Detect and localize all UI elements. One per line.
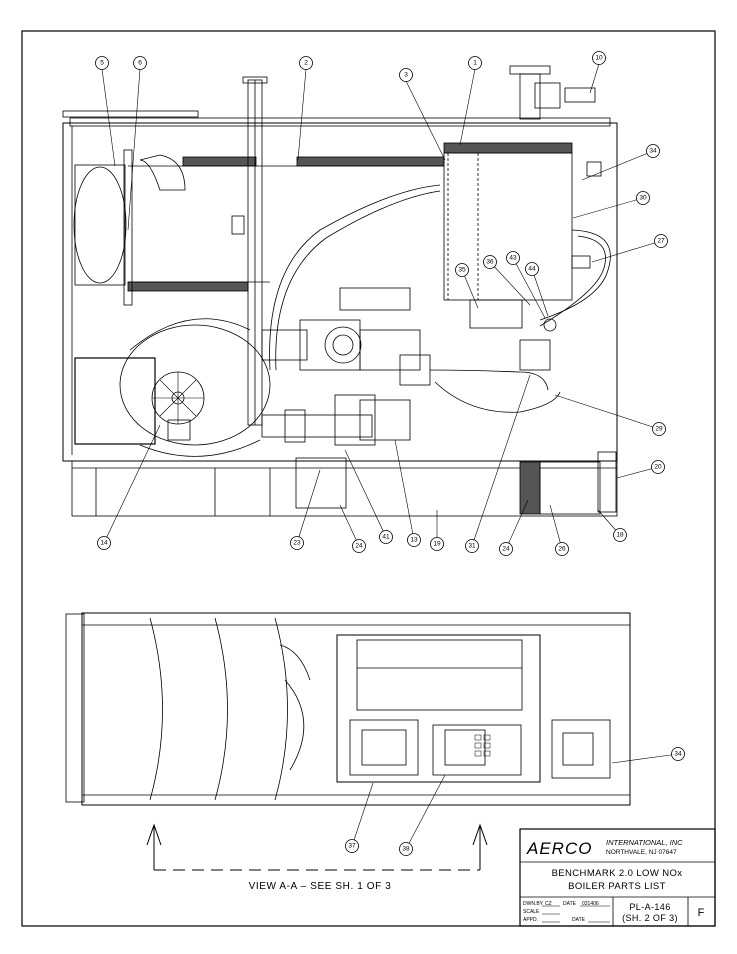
callout-19: 19 bbox=[431, 538, 444, 551]
side-view-assembly bbox=[63, 66, 617, 516]
callout-29: 29 bbox=[653, 423, 666, 436]
svg-text:29: 29 bbox=[655, 426, 663, 433]
date-value: 031406 bbox=[582, 901, 599, 907]
product-line-1: BENCHMARK 2.0 LOW NOx bbox=[552, 868, 683, 879]
svg-text:1: 1 bbox=[473, 60, 477, 67]
svg-text:10: 10 bbox=[595, 55, 603, 62]
callout-5: 5 bbox=[96, 57, 109, 70]
callout-18: 18 bbox=[614, 529, 627, 542]
svg-text:18: 18 bbox=[616, 532, 624, 539]
svg-text:38: 38 bbox=[402, 846, 410, 853]
date2-label: DATE bbox=[572, 917, 586, 923]
svg-text:34: 34 bbox=[674, 751, 682, 758]
svg-text:41: 41 bbox=[382, 534, 390, 541]
scale-label: SCALE bbox=[523, 909, 540, 915]
callout-37: 37 bbox=[346, 840, 359, 853]
svg-text:23: 23 bbox=[293, 540, 301, 547]
callout-1: 1 bbox=[469, 57, 482, 70]
callout-23: 23 bbox=[291, 537, 304, 550]
svg-text:24: 24 bbox=[502, 546, 510, 553]
view-label: VIEW A-A – SEE SH. 1 OF 3 bbox=[249, 881, 392, 892]
svg-text:3: 3 bbox=[404, 72, 408, 79]
svg-text:30: 30 bbox=[639, 195, 647, 202]
callout-38: 38 bbox=[400, 843, 413, 856]
svg-text:19: 19 bbox=[433, 541, 441, 548]
callout-2: 2 bbox=[300, 57, 313, 70]
callout-13: 13 bbox=[408, 534, 421, 547]
callout-36: 36 bbox=[484, 256, 497, 269]
callout-35: 35 bbox=[456, 264, 469, 277]
appd-label: APPD. bbox=[523, 917, 538, 923]
svg-text:44: 44 bbox=[528, 266, 536, 273]
svg-text:37: 37 bbox=[348, 843, 356, 850]
callout-43: 43 bbox=[507, 252, 520, 265]
svg-text:13: 13 bbox=[410, 537, 418, 544]
product-line-2: BOILER PARTS LIST bbox=[568, 881, 666, 892]
callout-34-top: 34 bbox=[647, 145, 660, 158]
section-arrows bbox=[147, 825, 487, 870]
svg-text:24: 24 bbox=[355, 543, 363, 550]
company-suffix: INTERNATIONAL, INC bbox=[606, 838, 683, 847]
callout-6: 6 bbox=[134, 57, 147, 70]
callout-41: 41 bbox=[380, 531, 393, 544]
sheet-number: (SH. 2 OF 3) bbox=[622, 913, 678, 923]
svg-text:34: 34 bbox=[649, 148, 657, 155]
svg-text:6: 6 bbox=[138, 60, 142, 67]
callout-24-right: 24 bbox=[500, 543, 513, 556]
svg-text:31: 31 bbox=[468, 543, 476, 550]
svg-text:27: 27 bbox=[657, 238, 665, 245]
dwn-by-label: DWN.BY bbox=[523, 901, 544, 907]
svg-text:2: 2 bbox=[304, 60, 308, 67]
callout-3: 3 bbox=[400, 69, 413, 82]
svg-text:43: 43 bbox=[509, 255, 517, 262]
callout-44: 44 bbox=[526, 263, 539, 276]
svg-text:35: 35 bbox=[458, 267, 466, 274]
callout-30: 30 bbox=[637, 192, 650, 205]
company-logo: AERCO bbox=[526, 839, 592, 858]
svg-text:5: 5 bbox=[100, 60, 104, 67]
callout-31: 31 bbox=[466, 540, 479, 553]
drawing-number: PL-A-146 bbox=[629, 902, 670, 912]
date-label: DATE bbox=[563, 901, 577, 907]
callout-20: 20 bbox=[652, 461, 665, 474]
svg-text:20: 20 bbox=[654, 464, 662, 471]
dwn-by-value: CZ bbox=[545, 901, 552, 907]
callout-bubbles: 1 2 3 5 6 10 34 30 27 35 36 43 44 29 20 … bbox=[96, 52, 685, 856]
view-a-a-assembly bbox=[66, 613, 630, 805]
callout-24-left: 24 bbox=[353, 540, 366, 553]
callout-14: 14 bbox=[98, 537, 111, 550]
callout-27: 27 bbox=[655, 235, 668, 248]
callout-34-bottom: 34 bbox=[672, 748, 685, 761]
company-address: NORTHVALE, NJ 07647 bbox=[606, 849, 677, 856]
svg-text:36: 36 bbox=[486, 259, 494, 266]
callout-26: 26 bbox=[556, 543, 569, 556]
callout-10: 10 bbox=[593, 52, 606, 65]
svg-text:26: 26 bbox=[558, 546, 566, 553]
revision-letter: F bbox=[698, 907, 705, 919]
svg-text:14: 14 bbox=[100, 540, 108, 547]
